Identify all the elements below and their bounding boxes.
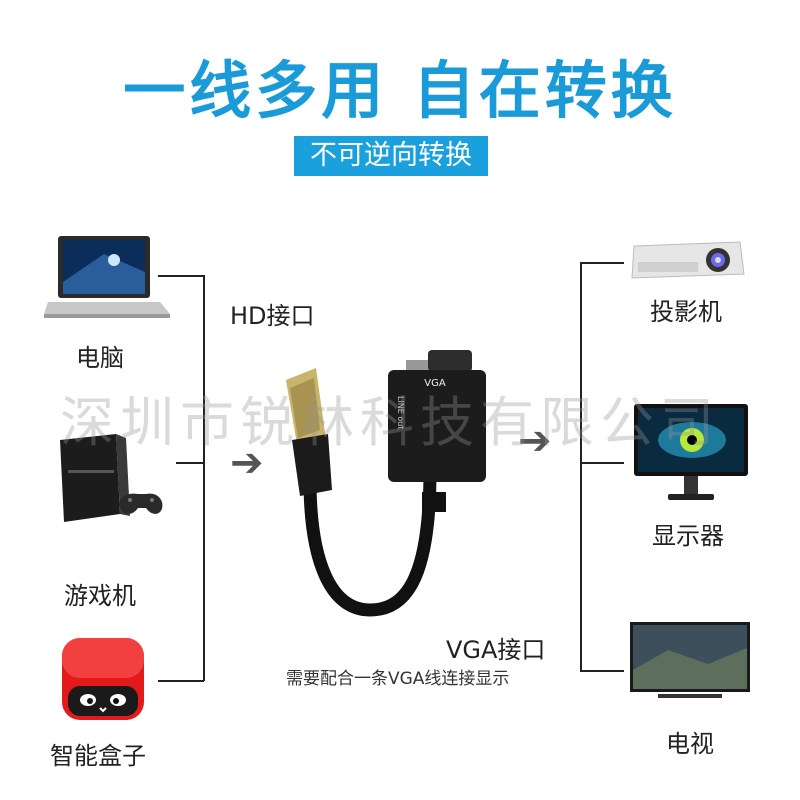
tv-icon <box>628 620 752 704</box>
arrow-right-icon-2: ➔ <box>518 418 552 464</box>
adapter-line-out-text: LINE out <box>396 396 405 430</box>
right-bracket-vertical <box>580 262 582 672</box>
arrow-right-icon: ➔ <box>230 440 264 486</box>
main-title: 一线多用 自在转换 <box>123 54 677 127</box>
game-console-icon <box>54 430 164 530</box>
projector-icon <box>628 238 748 282</box>
hdmi-vga-adapter-illustration: VGA LINE out <box>270 340 510 630</box>
label-vga-port: VGA接口 <box>446 636 546 664</box>
label-tv: 电视 <box>666 730 714 758</box>
label-game-console: 游戏机 <box>64 582 136 610</box>
laptop-icon <box>44 232 174 322</box>
badge-not-reversible: 不可逆向转换 <box>294 136 488 176</box>
right-bracket-bottom <box>580 670 624 672</box>
label-projector: 投影机 <box>650 298 722 326</box>
label-hd-port: HD接口 <box>230 302 315 330</box>
label-vga-note: 需要配合一条VGA线连接显示 <box>286 669 510 689</box>
monitor-icon <box>632 402 750 512</box>
left-bracket-vertical <box>203 275 205 681</box>
left-bracket-middle <box>176 462 204 464</box>
left-bracket-bottom <box>158 680 204 682</box>
left-bracket-top <box>158 275 204 277</box>
right-bracket-top <box>580 262 624 264</box>
label-computer: 电脑 <box>76 344 124 372</box>
label-smart-box: 智能盒子 <box>50 742 146 770</box>
adapter-vga-text: VGA <box>424 378 446 389</box>
right-bracket-middle <box>580 462 624 464</box>
tv-box-icon <box>58 634 148 724</box>
label-monitor: 显示器 <box>652 522 724 550</box>
